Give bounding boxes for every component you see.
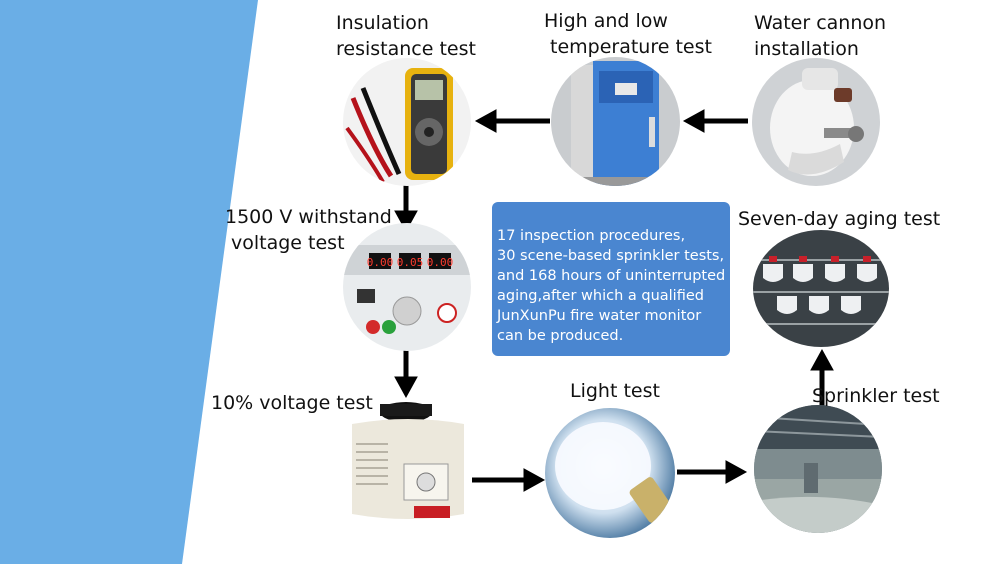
multimeter-image <box>343 58 471 186</box>
summary-line-6: can be produced. <box>497 328 624 344</box>
water-cannon-image <box>752 58 880 186</box>
label-aging-test: Seven-day aging test <box>738 208 941 230</box>
arrow-head-7 <box>810 348 834 371</box>
voltage-regulator-image <box>344 394 472 530</box>
label-sprinkler-test: Sprinkler test <box>812 385 940 407</box>
summary-line-2: 30 scene-based sprinkler tests, <box>497 248 725 264</box>
light-bulb-image <box>545 408 675 538</box>
label-light-test: Light test <box>570 380 660 402</box>
inspection-summary-box: 17 inspection procedures, 30 scene-based… <box>492 202 730 356</box>
summary-line-5: JunXunPu fire water monitor <box>497 308 702 324</box>
label-ten-percent-test: 10% voltage test <box>211 392 373 414</box>
temperature-chamber-image <box>551 57 680 186</box>
sprinkler-test-image <box>754 405 882 533</box>
summary-line-1: 17 inspection procedures, <box>497 228 686 244</box>
withstand-tester-image: 0.00 0.05 0.00 <box>343 223 471 351</box>
aging-test-image <box>753 230 889 347</box>
label-water-cannon: Water cannon installation <box>754 12 887 60</box>
arrow-head-6 <box>725 460 748 484</box>
arrow-head-4 <box>394 376 418 399</box>
label-withstand-test: 1500 V withstand voltage test <box>225 206 392 254</box>
meter-reading-3: 0.00 <box>427 256 454 269</box>
arrow-head-5 <box>523 468 546 492</box>
arrow-head-2 <box>474 109 497 133</box>
meter-reading-2: 0.05 <box>397 256 424 269</box>
arrow-head-3 <box>394 210 418 233</box>
meter-reading-1: 0.00 <box>367 256 394 269</box>
summary-line-4: aging,after which a qualified <box>497 288 704 304</box>
summary-line-3: and 168 hours of uninterrupted <box>497 268 726 284</box>
label-temperature-test: High and low temperature test <box>544 10 712 58</box>
arrow-head-1 <box>682 109 705 133</box>
label-insulation-test: Insulation resistance test <box>336 12 476 60</box>
